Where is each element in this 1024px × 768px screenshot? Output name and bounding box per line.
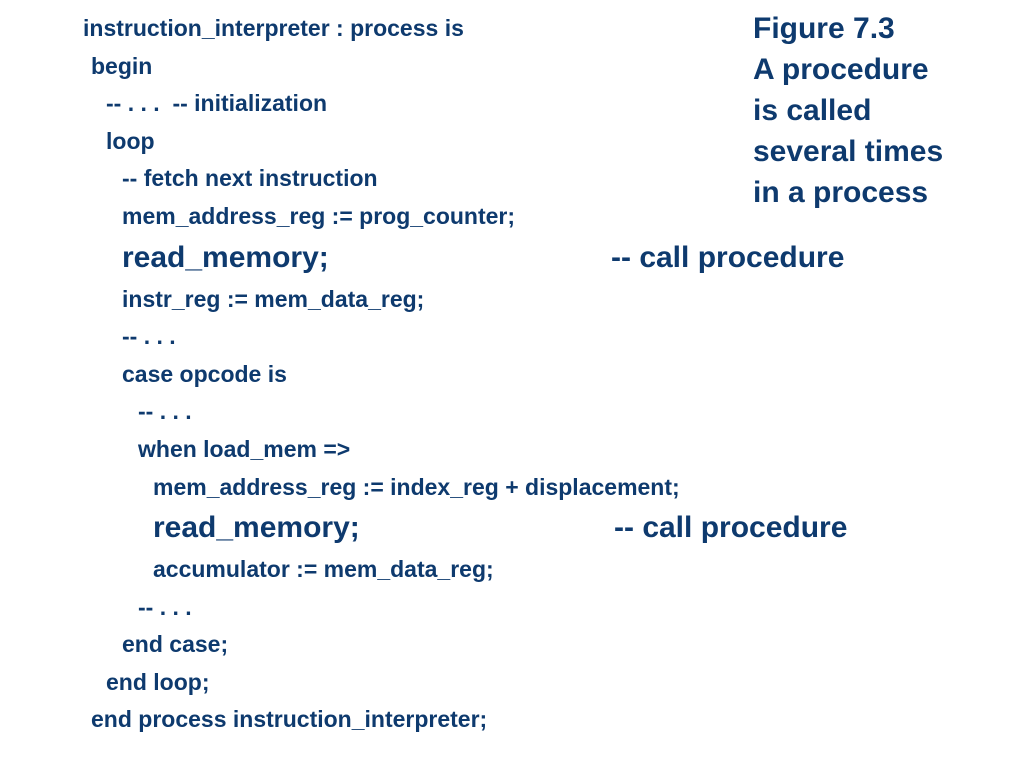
code-line: when load_mem =>: [138, 436, 351, 462]
code-line: begin: [91, 53, 153, 79]
code-line: end process instruction_interpreter;: [91, 706, 488, 732]
code-line: loop: [106, 128, 155, 154]
code-line: mem_address_reg := prog_counter;: [122, 203, 516, 229]
caption-line: in a process: [753, 176, 929, 209]
code-line: end case;: [122, 631, 229, 657]
code-line: instruction_interpreter : process is: [83, 15, 464, 41]
figure-number: Figure 7.3: [753, 12, 895, 45]
code-line: -- fetch next instruction: [122, 165, 378, 191]
procedure-call-line: read_memory;: [122, 241, 329, 274]
code-line: accumulator := mem_data_reg;: [153, 556, 494, 582]
code-line: -- . . .: [138, 398, 192, 424]
code-line: end loop;: [106, 669, 210, 695]
code-line: case opcode is: [122, 361, 287, 387]
procedure-call-line: read_memory;: [153, 511, 360, 544]
figure-caption: Figure 7.3 A procedure is called several…: [753, 8, 1015, 213]
caption-line: A procedure: [753, 53, 929, 86]
caption-line: is called: [753, 94, 872, 127]
code-line: -- . . .: [122, 323, 176, 349]
caption-line: several times: [753, 135, 944, 168]
code-line: mem_address_reg := index_reg + displacem…: [153, 474, 680, 500]
call-procedure-comment: -- call procedure: [614, 511, 848, 544]
code-line: -- . . .: [138, 594, 192, 620]
code-line: -- . . . -- initialization: [106, 90, 328, 116]
call-procedure-comment: -- call procedure: [611, 241, 845, 274]
code-line: instr_reg := mem_data_reg;: [122, 286, 425, 312]
